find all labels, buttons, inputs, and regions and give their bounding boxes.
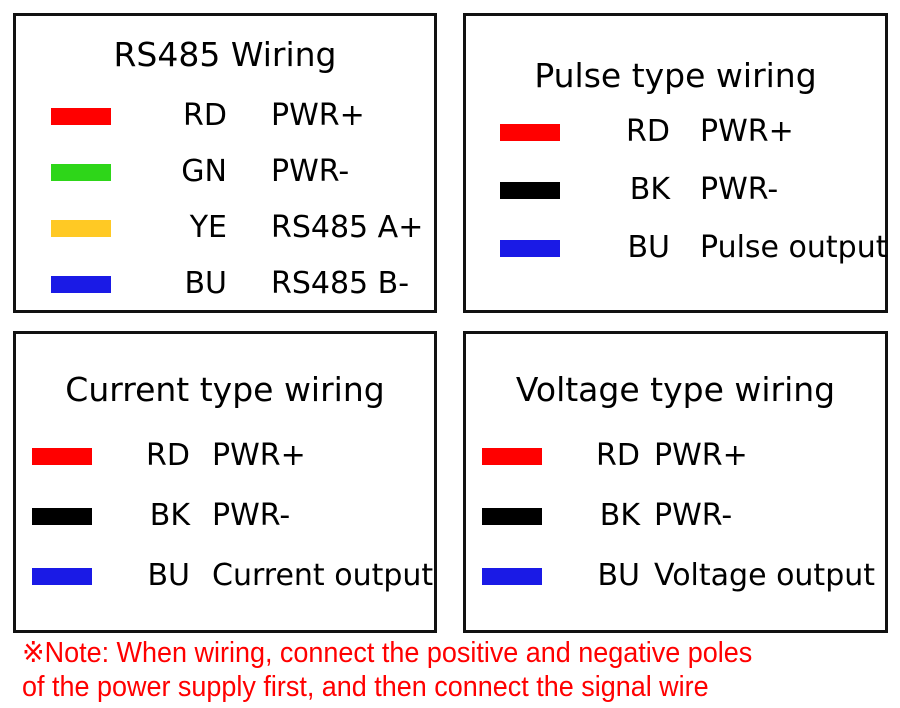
wire-function: PWR+ [271, 98, 365, 133]
wire-row: BU Current output [32, 560, 433, 592]
panel-current-type-wiring: Current type wiring RD PWR+ BK PWR- BU C… [13, 331, 437, 633]
wire-color-swatch-black [32, 507, 92, 525]
wire-code: BU [184, 266, 227, 301]
wire-list-current: RD PWR+ BK PWR- BU Current output [32, 440, 433, 592]
wire-list-rs485: RD PWR+ GN PWR- YE RS485 A+ BU RS485 B- [51, 100, 423, 300]
panel-title-current: Current type wiring [65, 370, 385, 409]
wire-row: RD PWR+ [500, 116, 888, 148]
wire-code: BU [147, 558, 190, 593]
wire-color-swatch-red [500, 123, 560, 141]
wire-code: RD [596, 438, 640, 473]
wire-color-swatch-black [500, 181, 560, 199]
wire-row: BU Voltage output [482, 560, 875, 592]
wire-color-swatch-red [482, 447, 542, 465]
wire-code: YE [189, 210, 227, 245]
panel-pulse-type-wiring: Pulse type wiring RD PWR+ BK PWR- BU Pul… [463, 13, 888, 313]
panel-voltage-type-wiring: Voltage type wiring RD PWR+ BK PWR- BU V… [463, 331, 888, 633]
wire-function: PWR- [654, 498, 733, 533]
wire-function: PWR- [212, 498, 291, 533]
wire-color-swatch-blue [32, 567, 92, 585]
wire-color-swatch-green [51, 163, 111, 181]
wire-code: RD [146, 438, 190, 473]
wire-function: PWR+ [700, 114, 794, 149]
panel-title-voltage: Voltage type wiring [515, 370, 836, 409]
note-line-2: of the power supply first, and then conn… [22, 671, 709, 703]
wire-color-swatch-red [32, 447, 92, 465]
wire-function: PWR- [271, 154, 350, 189]
wire-code: GN [181, 154, 227, 189]
wire-code: BK [629, 172, 670, 207]
wire-code: BU [597, 558, 640, 593]
wire-code: RD [183, 98, 227, 133]
wire-color-swatch-blue [482, 567, 542, 585]
wiring-note: ※Note: When wiring, connect the positive… [22, 636, 831, 704]
wire-row: BK PWR- [482, 500, 875, 532]
wire-color-swatch-blue [500, 239, 560, 257]
wire-row: BU RS485 B- [51, 268, 423, 300]
panel-title-rs485: RS485 Wiring [113, 35, 337, 74]
wire-row: YE RS485 A+ [51, 212, 423, 244]
wire-color-swatch-red [51, 107, 111, 125]
wire-row: RD PWR+ [51, 100, 423, 132]
wire-row: BK PWR- [500, 174, 888, 206]
wire-row: BK PWR- [32, 500, 433, 532]
wire-function: RS485 B- [271, 266, 410, 301]
wire-function: Pulse output [700, 230, 888, 265]
wire-row: GN PWR- [51, 156, 423, 188]
wire-list-pulse: RD PWR+ BK PWR- BU Pulse output [500, 116, 888, 264]
wire-code: BK [149, 498, 190, 533]
note-line-1: ※Note: When wiring, connect the positive… [22, 637, 753, 669]
wire-code: BU [627, 230, 670, 265]
wire-color-swatch-yellow [51, 219, 111, 237]
wire-row: RD PWR+ [32, 440, 433, 472]
wire-color-swatch-black [482, 507, 542, 525]
wire-function: Current output [212, 558, 434, 593]
panel-rs485-wiring: RS485 Wiring RD PWR+ GN PWR- YE RS485 A+… [13, 13, 437, 313]
wire-code: RD [626, 114, 670, 149]
panel-title-pulse: Pulse type wiring [534, 56, 817, 95]
wire-function: RS485 A+ [271, 210, 424, 245]
wire-function: PWR+ [212, 438, 306, 473]
wire-function: PWR+ [654, 438, 748, 473]
wire-row: RD PWR+ [482, 440, 875, 472]
wire-function: Voltage output [654, 558, 876, 593]
wire-list-voltage: RD PWR+ BK PWR- BU Voltage output [482, 440, 875, 592]
wire-color-swatch-blue [51, 275, 111, 293]
wire-row: BU Pulse output [500, 232, 888, 264]
wire-code: BK [599, 498, 640, 533]
wire-function: PWR- [700, 172, 779, 207]
